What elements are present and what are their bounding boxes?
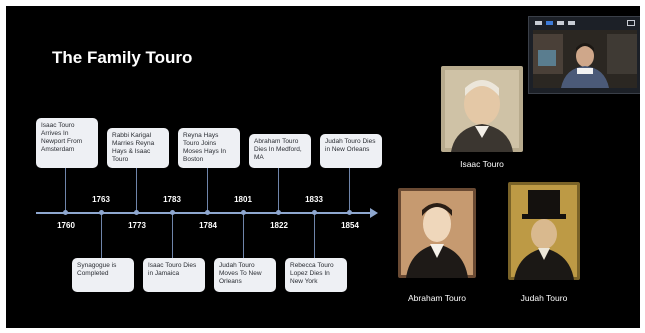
- video-call-window[interactable]: [528, 16, 640, 94]
- timeline-dot: [99, 210, 104, 215]
- abraham-touro-portrait: [398, 188, 476, 278]
- connector: [172, 214, 173, 262]
- event-card: Rebecca Touro Lopez Dies In New York: [285, 258, 347, 292]
- event-card: Abraham Touro Dies In Medford, MA: [249, 134, 311, 168]
- portrait-caption: Judah Touro: [520, 293, 568, 303]
- year-label: 1773: [128, 221, 146, 230]
- connector: [101, 214, 102, 262]
- year-label: 1801: [234, 195, 252, 204]
- year-label: 1760: [57, 221, 75, 230]
- portrait-caption: Isaac Touro: [460, 159, 504, 169]
- gallery-view-icon[interactable]: [557, 21, 564, 25]
- video-toolbar: [529, 17, 640, 29]
- event-card: Reyna Hays Touro Joins Moses Hays In Bos…: [178, 128, 240, 168]
- timeline-axis: [36, 212, 370, 214]
- timeline-dot: [276, 210, 281, 215]
- connector: [207, 168, 208, 212]
- timeline-dot: [63, 210, 68, 215]
- timeline-dot: [312, 210, 317, 215]
- year-label: 1763: [92, 195, 110, 204]
- timeline-dot: [170, 210, 175, 215]
- grid-view-icon[interactable]: [568, 21, 575, 25]
- fullscreen-icon[interactable]: [627, 20, 635, 26]
- event-card: Isaac Touro Dies in Jamaica: [143, 258, 205, 292]
- timeline-dot: [241, 210, 246, 215]
- year-label: 1833: [305, 195, 323, 204]
- timeline-arrow-icon: [370, 208, 378, 218]
- connector: [65, 168, 66, 212]
- event-card: Judah Touro Dies in New Orleans: [320, 134, 382, 168]
- portrait-caption: Abraham Touro: [408, 293, 466, 303]
- timeline-dot: [347, 210, 352, 215]
- event-card: Judah Touro Moves To New Orleans: [214, 258, 276, 292]
- event-card: Synagogue is Completed: [72, 258, 134, 292]
- event-card: Rabbi Karigal Marries Reyna Hays & Isaac…: [107, 128, 169, 168]
- connector: [278, 168, 279, 212]
- judah-touro-portrait: [508, 182, 580, 280]
- participant-video: [533, 30, 637, 88]
- connector: [314, 214, 315, 262]
- connector: [136, 168, 137, 212]
- connector: [349, 168, 350, 212]
- year-label: 1822: [270, 221, 288, 230]
- minimize-icon[interactable]: [535, 21, 542, 25]
- year-label: 1784: [199, 221, 217, 230]
- speaker-view-icon[interactable]: [546, 21, 553, 25]
- year-label: 1854: [341, 221, 359, 230]
- isaac-touro-portrait: [441, 66, 523, 152]
- presentation-slide: The Family Touro 1763 1783 1801 1833 176…: [6, 6, 640, 328]
- connector: [243, 214, 244, 262]
- year-label: 1783: [163, 195, 181, 204]
- event-card: Isaac Touro Arrives In Newport From Amst…: [36, 118, 98, 168]
- timeline-dot: [134, 210, 139, 215]
- slide-title: The Family Touro: [52, 48, 193, 67]
- timeline-dot: [205, 210, 210, 215]
